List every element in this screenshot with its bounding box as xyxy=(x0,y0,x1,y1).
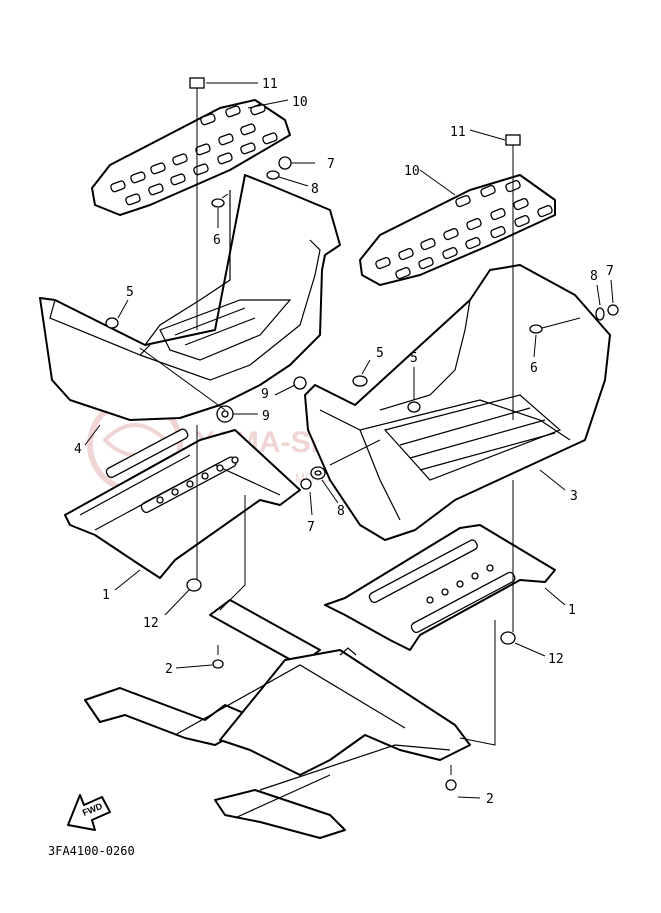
callout-11-right: 11 xyxy=(450,125,466,140)
callout-11-left: 11 xyxy=(262,77,278,92)
grommet-12-left xyxy=(186,578,202,592)
washer-8-right xyxy=(595,307,605,321)
assembly-lines xyxy=(139,96,514,746)
callout-12-right: 12 xyxy=(548,652,564,667)
step-plate-left xyxy=(91,99,291,216)
bolt-2-right xyxy=(445,765,457,791)
footrest-guard-left xyxy=(39,174,341,421)
callout-5-right: 5 xyxy=(410,351,418,366)
callout-3: 3 xyxy=(570,489,578,504)
step-plate-left-pegs xyxy=(110,103,278,206)
washer-8-left xyxy=(266,170,280,180)
nut-9-right xyxy=(293,376,307,390)
callout-labels: 11 10 7 8 6 5 9 9 4 1 12 2 11 10 8 7 6 5… xyxy=(74,77,614,807)
callout-7-bottom: 7 xyxy=(307,520,315,535)
nut-9-left xyxy=(216,405,234,423)
callout-1-left: 1 xyxy=(102,588,110,603)
callout-7-right: 7 xyxy=(606,264,614,279)
screw-5-right xyxy=(407,401,421,413)
callout-9-left-lower: 9 xyxy=(262,409,270,424)
callout-6-right: 6 xyxy=(530,361,538,376)
washer-8-bottom xyxy=(310,466,326,480)
callout-1-right: 1 xyxy=(568,603,576,618)
fwd-arrow-icon: FWD xyxy=(67,794,111,831)
callout-5-mid: 5 xyxy=(376,346,384,361)
nut-7-bottom xyxy=(300,478,312,490)
frame-part xyxy=(84,599,471,839)
callout-8-right: 8 xyxy=(590,269,598,284)
callout-9-left-upper: 9 xyxy=(261,387,269,402)
callout-8-bottom: 8 xyxy=(337,504,345,519)
leader-lines xyxy=(84,82,614,799)
callout-4: 4 xyxy=(74,442,82,457)
screw-5-mid xyxy=(352,375,368,387)
callout-12-left: 12 xyxy=(143,616,159,631)
callout-7-left: 7 xyxy=(327,157,335,172)
step-plate-right xyxy=(359,174,556,286)
screw-5-left xyxy=(105,317,119,329)
bolt-6-right xyxy=(529,317,581,334)
callout-2-left: 2 xyxy=(165,662,173,677)
footrest-guard-right xyxy=(304,264,611,541)
callout-8-left: 8 xyxy=(311,182,319,197)
callout-2-right: 2 xyxy=(486,792,494,807)
grommet-12-right xyxy=(500,631,516,645)
nut-7-right xyxy=(607,304,619,316)
bolt-2-left xyxy=(212,645,224,669)
callout-10-left: 10 xyxy=(292,95,308,110)
callout-6-left: 6 xyxy=(213,233,221,248)
callout-10-right: 10 xyxy=(404,164,420,179)
under-plate-right xyxy=(324,524,556,651)
bolt-6-left xyxy=(211,193,229,208)
nut-7-left xyxy=(278,156,292,170)
bolt-11-left xyxy=(189,77,205,96)
bolt-11-right xyxy=(505,134,521,153)
diagram-code: 3FA4100-0260 xyxy=(48,844,135,858)
callout-5-left: 5 xyxy=(126,285,134,300)
under-plate-left xyxy=(64,428,301,579)
fasteners xyxy=(105,77,619,791)
